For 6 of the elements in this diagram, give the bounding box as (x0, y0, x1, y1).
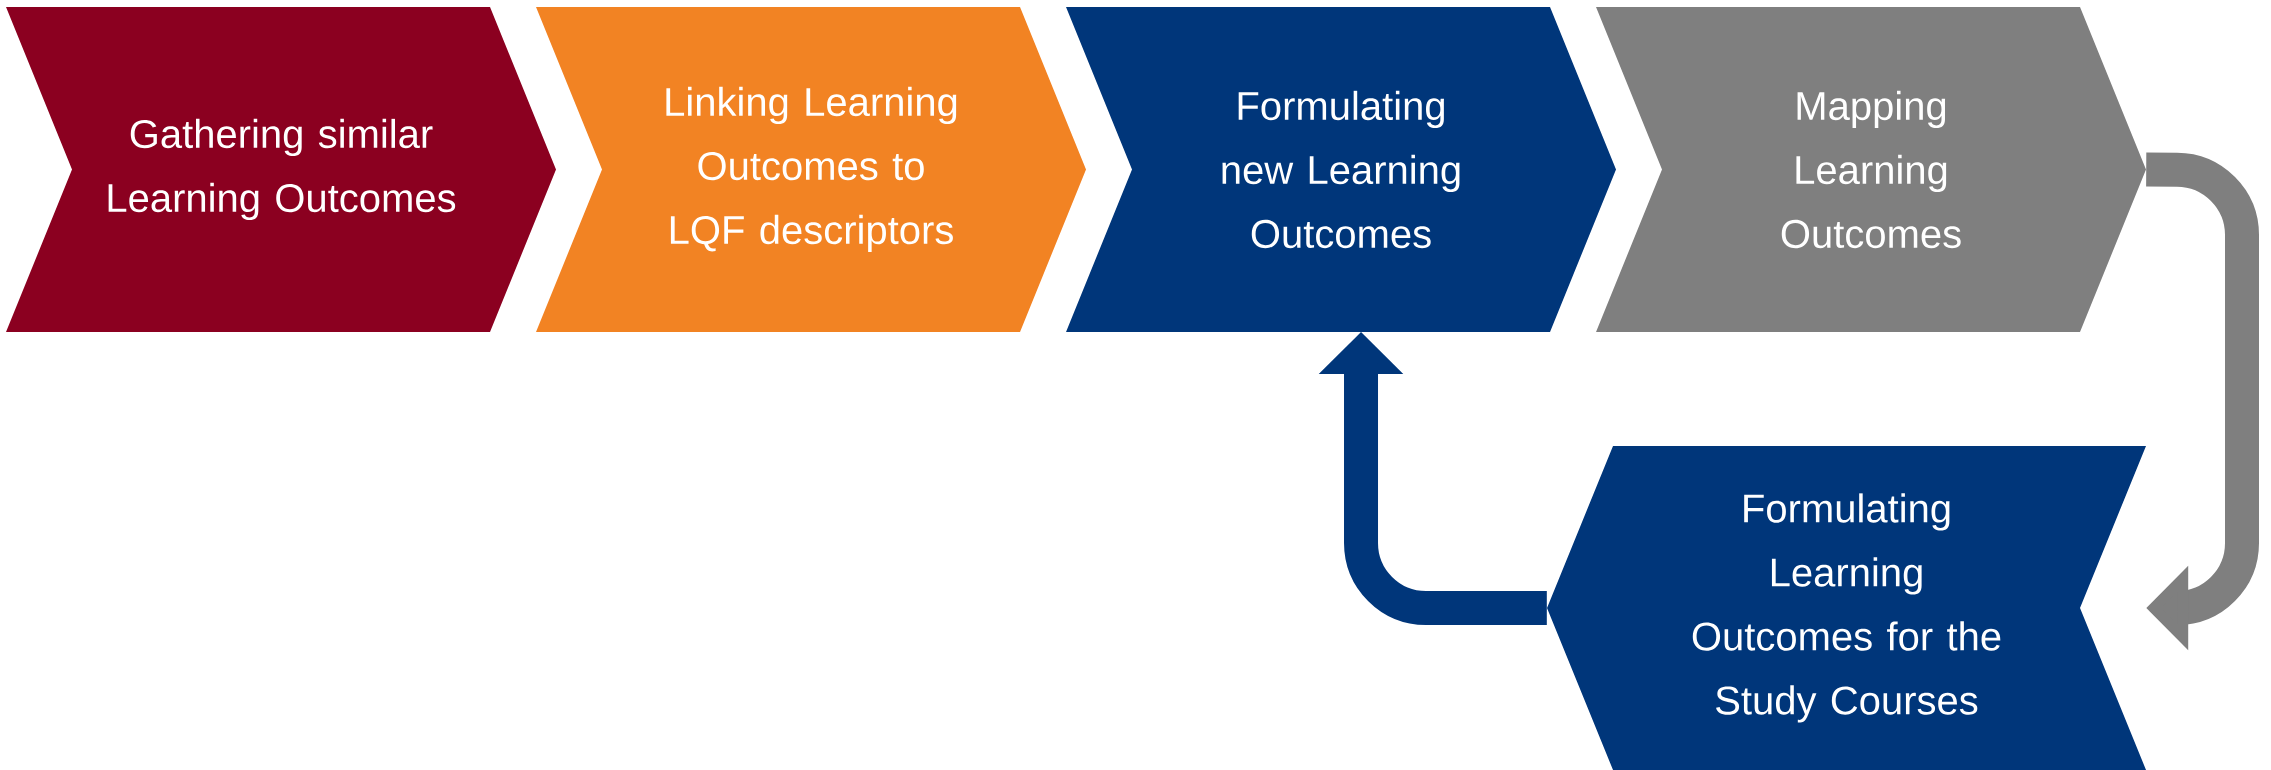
chevron-box: Formulating new Learning Outcomes (1066, 7, 1616, 332)
chevron-box: Formulating Learning Outcomes for the Study Courses (1547, 446, 2146, 770)
arrow (2146, 152, 2259, 651)
chevron-box: Gathering similar Learning Outcomes (6, 7, 556, 332)
chevron-box: Linking Learning Outcomes to LQF descriptors (536, 7, 1086, 332)
chevron-box: Mapping Learning Outcomes (1596, 7, 2146, 332)
